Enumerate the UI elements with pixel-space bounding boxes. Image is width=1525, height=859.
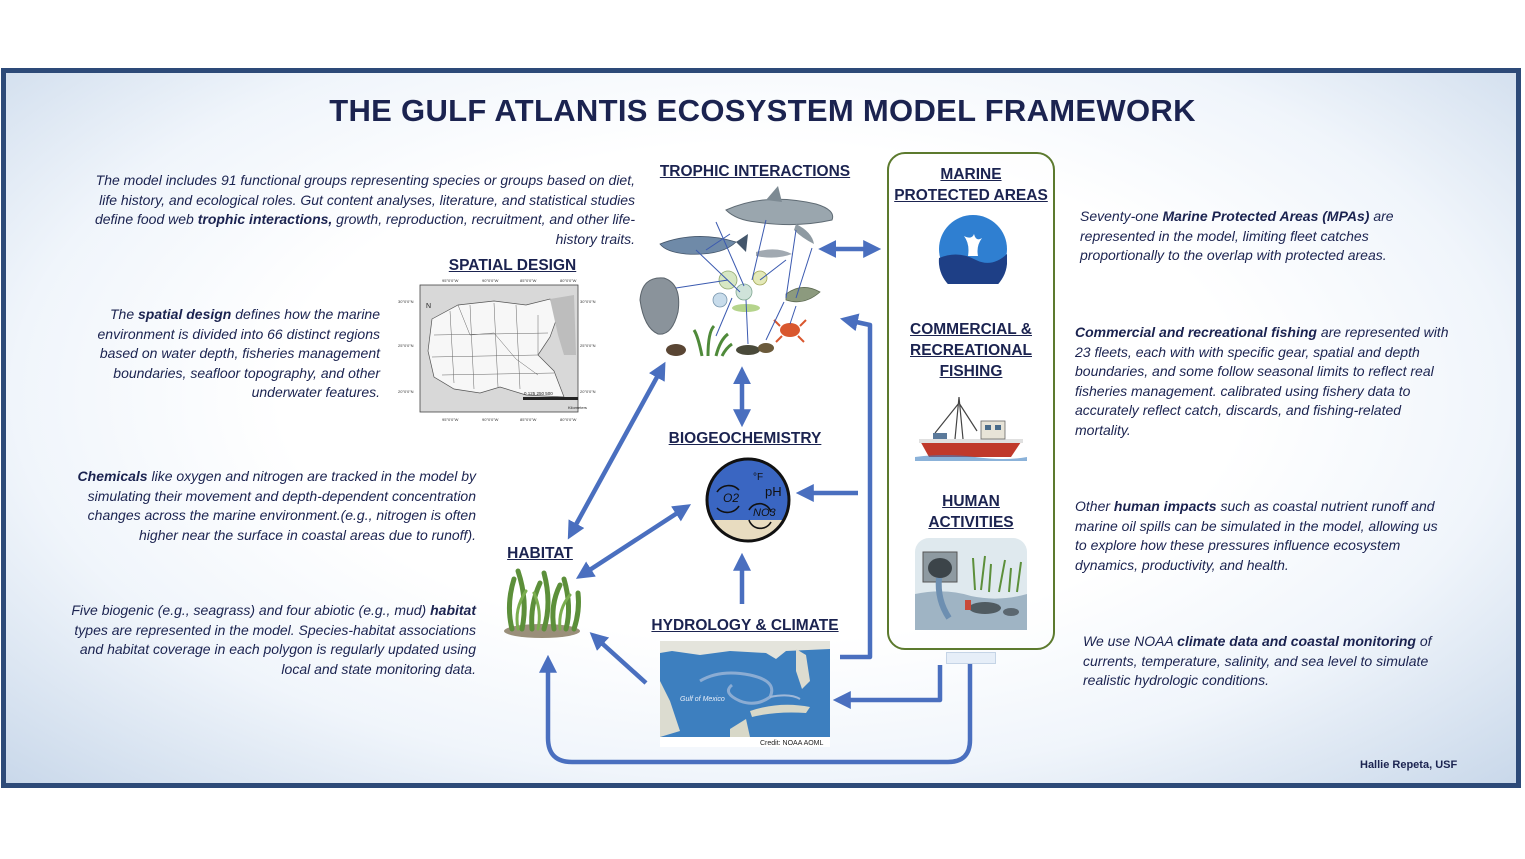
lon-tick: 85°0'0"W: [520, 278, 537, 283]
florida-peninsula: [796, 649, 810, 689]
human-description: Other human impacts such as coastal nutr…: [1075, 498, 1438, 573]
whale-tail-icon: [964, 234, 982, 256]
lon-tick: 90°0'0"W: [482, 278, 499, 283]
ph-label: pH: [765, 484, 782, 499]
arrow-human-hydro: [832, 665, 943, 709]
arrow-human-habitat: [539, 654, 973, 765]
heading-hydrology: HYDROLOGY & CLIMATE: [651, 617, 839, 634]
spatial-description: The spatial design defines how the marin…: [97, 306, 381, 401]
mpa-description: Seventy-one Marine Protected Areas (MPAs…: [1080, 208, 1394, 264]
heading-spatial-design: SPATIAL DESIGN: [448, 257, 577, 274]
connector-tab: [946, 652, 996, 664]
us-coast-landmass: [660, 641, 830, 659]
habitat-seagrass-icon: [504, 568, 581, 638]
cycle-arrows-icon: [716, 484, 772, 530]
lon-tick: 95°0'0"W: [442, 278, 459, 283]
boat-rigging-icon: [934, 396, 978, 440]
map-scale-label: 0 125 250 500: [524, 391, 553, 396]
lat-tick-right: 30°0'0"N: [580, 299, 596, 304]
arrow-hydro-habitat: [589, 632, 648, 685]
lon-tick-bottom: 90°0'0"W: [482, 417, 499, 422]
florida-landmass: [550, 295, 576, 355]
runoff-stream-icon: [935, 577, 952, 620]
mexico-landmass: [660, 681, 680, 737]
oil-spill-icon: [969, 602, 1001, 614]
mackerel-icon: [659, 236, 737, 255]
north-arrow: N: [426, 303, 431, 310]
yucatan-landmass: [730, 719, 750, 737]
cuba-landmass: [750, 704, 810, 717]
lon-tick-bottom: 85°0'0"W: [520, 417, 537, 422]
trash-bottle-icon: [965, 600, 971, 610]
lon-tick: 80°0'0"W: [560, 278, 577, 283]
climate-description: We use NOAA climate data and coastal mon…: [1083, 633, 1432, 689]
gulf-label: Gulf of Mexico: [680, 696, 725, 703]
small-fish-icon: [756, 249, 792, 258]
dolphin-icon: [794, 224, 814, 244]
author-credit: Hallie Repeta, USF: [1360, 759, 1458, 771]
spatial-map: N 0 125 250 500 Kilometers 95°0'0"W 90°0…: [398, 275, 601, 427]
mussel-icon: [736, 345, 760, 355]
oxygen-label: O2: [723, 491, 739, 505]
arrow-habitat-trophic: [567, 361, 666, 540]
clam-icon: [666, 344, 686, 356]
image-credit: Credit: NOAA AOML: [760, 740, 824, 747]
hydrology-map: Gulf of Mexico Credit: NOAA AOML: [660, 641, 830, 747]
heading-habitat: HABITAT: [507, 545, 573, 562]
lat-tick: 25°0'0"N: [398, 343, 414, 348]
biogeochemistry-icon: O2 °F pH NO3: [705, 457, 791, 543]
trophic-links: [675, 219, 813, 345]
lat-tick: 20°0'0"N: [398, 389, 414, 394]
arrow-hydro-trophic: [839, 313, 873, 660]
heading-biogeochemistry: BIOGEOCHEMISTRY: [668, 430, 822, 447]
lat-tick-right: 25°0'0"N: [580, 343, 596, 348]
temperature-label: °F: [753, 472, 763, 483]
lat-tick: 30°0'0"N: [398, 299, 414, 304]
heading-trophic: TROPHIC INTERACTIONS: [659, 163, 851, 180]
seagrass-small-icon: [692, 324, 733, 357]
manatee-icon: [639, 277, 680, 335]
biogeo-ring: [705, 457, 791, 543]
trophic-description: The model includes 91 functional groups …: [94, 172, 635, 247]
fishing-boat-icon: [915, 396, 1027, 461]
fishing-description: Commercial and recreational fishing are …: [1075, 324, 1449, 438]
grunt-fish-icon: [785, 287, 821, 303]
page-title: THE GULF ATLANTIS ECOSYSTEM MODEL FRAMEW…: [329, 93, 1196, 128]
map-scale-bar: [523, 397, 578, 400]
crab-icon: [773, 319, 807, 343]
reeds-icon: [972, 555, 1022, 593]
food-web-illustration: [639, 186, 834, 357]
chemicals-description: Chemicals like oxygen and nitrogen are t…: [77, 468, 476, 543]
habitat-description: Five biogenic (e.g., seagrass) and four …: [71, 602, 476, 677]
lon-tick-bottom: 95°0'0"W: [442, 417, 459, 422]
mpa-whale-icon: [938, 215, 1007, 284]
arrow-habitat-biogeo: [575, 504, 692, 579]
pollution-runoff-icon: [915, 538, 1027, 630]
